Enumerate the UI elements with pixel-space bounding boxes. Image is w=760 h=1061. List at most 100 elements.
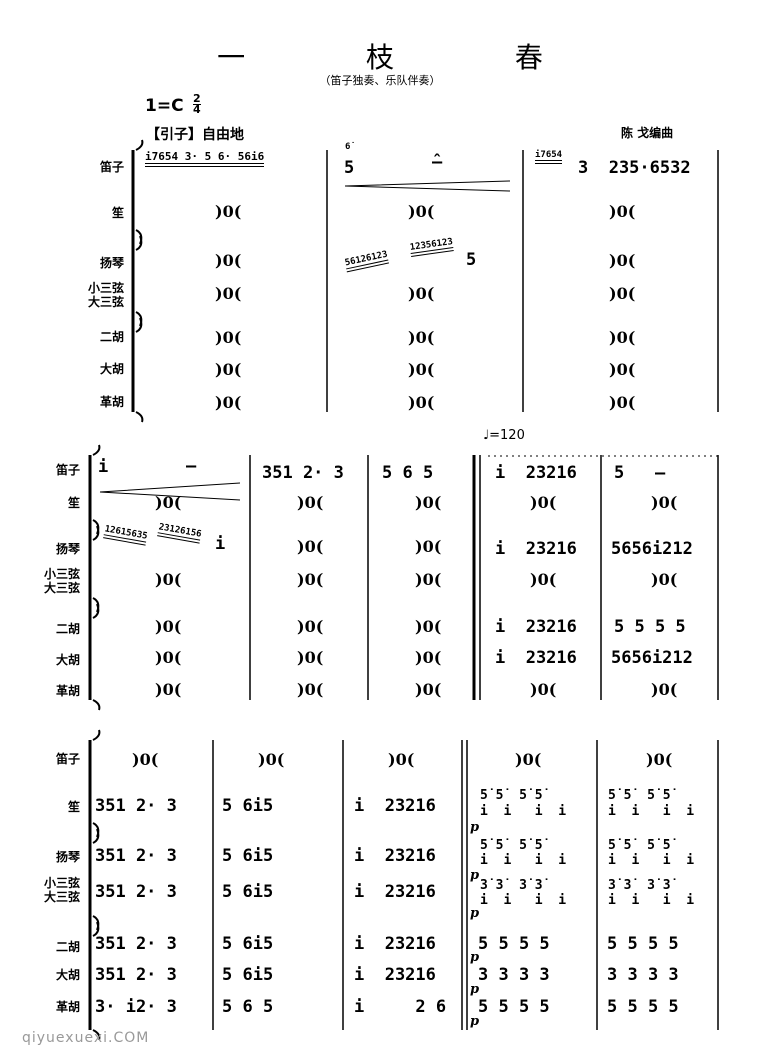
page-title: 一 枝 春 [217, 41, 599, 74]
dizi-s2-m5: 5 – [614, 463, 666, 483]
rest: )0( [530, 680, 557, 699]
erhu-s2-m5: 5 5 5 5 [614, 617, 686, 637]
dizi-s1-grace3: i7654 [535, 150, 563, 164]
erhu-s3-m4: 5 5 5 5 [478, 934, 550, 954]
inst-dizi-3: 笛子 [55, 752, 80, 766]
yangqin-s2-m5: 5656i212 [611, 539, 693, 559]
sanxian-s3-chord-mid: i i i i [480, 893, 567, 908]
sanxian-s3-chord-3: 3̇ 3̇ 3̇ 3̇ [480, 878, 543, 893]
sanxian-s3-m2: 5 6i5 [222, 882, 274, 902]
rest: )0( [408, 202, 435, 221]
inst-dahu-3: 大胡 [55, 968, 80, 982]
dizi-s1-grace1: i7654 3· 5 6· 56i6 [145, 150, 265, 167]
dahu-s2-m5: 5656i212 [611, 648, 693, 668]
dizi-s2-dash: – [186, 456, 197, 476]
rest: )0( [515, 750, 542, 769]
rest: )0( [415, 680, 442, 699]
yangqin-s2-m4: i 23216 [495, 539, 577, 559]
time-signature: 2 4 [193, 93, 201, 116]
sheng-s3-chord-top: 5̇ 5̇ 5̇ 5̇ [480, 788, 543, 803]
inst-sanxian-2: 小三弦 大三弦 [43, 567, 80, 595]
sheng-s3-chord-mid2: i i i i [608, 804, 695, 819]
gehu-s3-m2: 5 6 5 [222, 997, 274, 1017]
sheng-s3-chord-top2: 5̇ 5̇ 5̇ 5̇ [608, 788, 671, 803]
dynamic-p: p [470, 868, 480, 883]
yangqin-s2-note: i [215, 534, 226, 554]
dynamic-p: p [470, 1014, 480, 1029]
rest: )0( [609, 251, 636, 270]
rest: )0( [155, 493, 182, 512]
gehu-s3-m3: i 2 6 [354, 997, 447, 1017]
time-bottom: 4 [193, 103, 201, 116]
erhu-s3-m1: 351 2· 3 [95, 934, 177, 954]
gehu-s3-m5: 5 5 5 5 [607, 997, 679, 1017]
dizi-s2-m4: i 23216 [495, 463, 577, 483]
rest: )0( [530, 493, 557, 512]
dizi-s1-note3: 3 235·6532 [578, 158, 691, 178]
rest: )0( [415, 617, 442, 636]
rest: )0( [651, 570, 678, 589]
sheng-s3-m3: i 23216 [354, 796, 436, 816]
inst-dahu-2: 大胡 [55, 653, 80, 667]
rest: )0( [609, 360, 636, 379]
inst-sanxian-3: 小三弦 大三弦 [43, 876, 80, 904]
inst-erhu-1: 二胡 [99, 330, 124, 344]
dahu-s3-m4: 3 3 3 3 [478, 965, 550, 985]
dynamic-p: p [470, 906, 480, 921]
fermata-s1: ̂– [432, 152, 443, 172]
rest: )0( [415, 493, 442, 512]
rest: )0( [215, 202, 242, 221]
erhu-s3-m2: 5 6i5 [222, 934, 274, 954]
dizi-s2-m1: i [98, 457, 109, 477]
rest: )0( [609, 393, 636, 412]
rest: )0( [155, 680, 182, 699]
subtitle: （笛子独奏、乐队伴奏） [319, 74, 441, 87]
rest: )0( [408, 360, 435, 379]
rest: )0( [215, 328, 242, 347]
inst-dizi-1: 笛子 [99, 160, 124, 174]
yangqin-s3-m3: i 23216 [354, 846, 436, 866]
sanxian-s3-chord-midb: i i i i [608, 893, 695, 908]
dahu-s2-m4: i 23216 [495, 648, 577, 668]
rest: )0( [258, 750, 285, 769]
rest: )0( [297, 570, 324, 589]
rest: )0( [297, 648, 324, 667]
rest: )0( [155, 648, 182, 667]
sheng-s3-chord-mid: i i i i [480, 804, 567, 819]
yangqin-s3-m1: 351 2· 3 [95, 846, 177, 866]
inst-sanxian-1: 小三弦 大三弦 [87, 281, 124, 309]
sanxian-s3-m3: i 23216 [354, 882, 436, 902]
yangqin-s3-chord-mid: i i i i [480, 853, 567, 868]
rest: )0( [646, 750, 673, 769]
dahu-s3-m3: i 23216 [354, 965, 436, 985]
dizi-s1-note2: 5 [344, 158, 355, 178]
dynamic-p: p [470, 820, 480, 835]
rest: )0( [155, 617, 182, 636]
yangqin-s3-chord-top2: 5̇ 5̇ 5̇ 5̇ [608, 838, 671, 853]
dahu-s3-m2: 5 6i5 [222, 965, 274, 985]
sanxian-s3-chord-3b: 3̇ 3̇ 3̇ 3̇ [608, 878, 671, 893]
rest: )0( [215, 360, 242, 379]
inst-dizi-2: 笛子 [55, 463, 80, 477]
erhu-s3-m3: i 23216 [354, 934, 436, 954]
rest: )0( [408, 393, 435, 412]
rest: )0( [609, 328, 636, 347]
inst-yangqin-2: 扬琴 [55, 542, 80, 556]
inst-erhu-2: 二胡 [55, 622, 80, 636]
rest: )0( [408, 284, 435, 303]
inst-sheng-3: 笙 [67, 800, 80, 814]
dizi-s2-m2: 351 2· 3 [262, 463, 344, 483]
rest: )0( [415, 570, 442, 589]
rest: )0( [297, 493, 324, 512]
inst-yangqin-1: 扬琴 [99, 256, 124, 270]
rest: )0( [297, 680, 324, 699]
sheng-s3-m2: 5 6i5 [222, 796, 274, 816]
dynamic-p: p [470, 982, 480, 997]
key-signature: 1=C [145, 96, 184, 116]
gehu-s3-m4: 5 5 5 5 [478, 997, 550, 1017]
erhu-s3-m5: 5 5 5 5 [607, 934, 679, 954]
gehu-s3-m1: 3· i2· 3 [95, 997, 177, 1017]
arranger: 陈 戈编曲 [621, 126, 674, 140]
inst-gehu-1: 革胡 [99, 395, 124, 409]
